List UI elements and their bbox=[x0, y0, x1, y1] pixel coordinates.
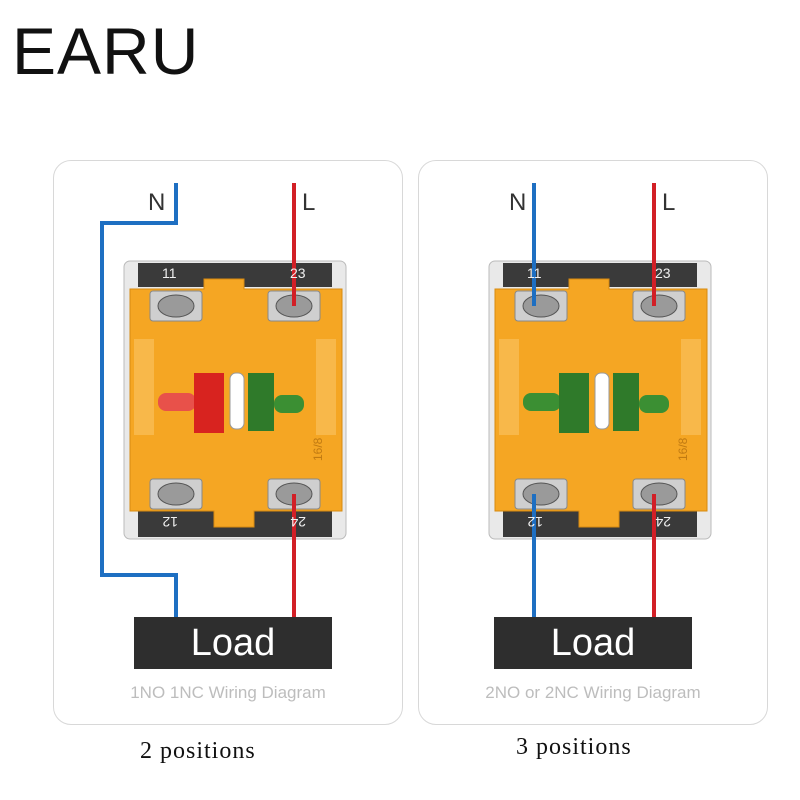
positions-label-left: 2 positions bbox=[140, 738, 256, 764]
wire-label-l: L bbox=[662, 189, 676, 216]
led-green-right bbox=[639, 395, 669, 413]
wiring-diagram-right: 11 23 12 24 16/8 N L Load 2NO or 2NC Wir… bbox=[418, 160, 768, 725]
body-marking: 16/8 bbox=[676, 437, 690, 461]
terminal-23: 23 bbox=[655, 265, 671, 281]
led-green-left bbox=[523, 393, 561, 411]
switch-diagram-graphic: 11 23 12 24 16/8 bbox=[488, 183, 712, 617]
screw-top-right bbox=[632, 290, 686, 322]
terminal-11: 11 bbox=[527, 265, 542, 281]
terminal-11: 11 bbox=[162, 265, 177, 281]
screw-bottom-left bbox=[514, 478, 568, 510]
diagram-caption: 2NO or 2NC Wiring Diagram bbox=[485, 683, 701, 702]
neutral-wire bbox=[100, 183, 178, 617]
switch-diagram-graphic: 11 23 12 24 16/8 bbox=[100, 183, 347, 617]
screw-top-left bbox=[514, 290, 568, 322]
terminal-12: 12 bbox=[527, 514, 543, 530]
terminal-24: 24 bbox=[290, 514, 306, 530]
load-box: Load bbox=[494, 617, 692, 669]
wire-label-n: N bbox=[509, 189, 527, 216]
brand-logo: EARU bbox=[12, 14, 200, 88]
load-box: Load bbox=[134, 617, 332, 669]
wire-label-n: N bbox=[148, 189, 166, 216]
wire-label-l: L bbox=[302, 189, 316, 216]
led-green bbox=[274, 395, 304, 413]
screw-top-left bbox=[149, 290, 203, 322]
led-red bbox=[158, 393, 196, 411]
wiring-diagram-left: 11 23 12 24 16/8 N L Load 1NO 1NC Wiring… bbox=[53, 160, 403, 725]
screw-bottom-left bbox=[149, 478, 203, 510]
terminal-23: 23 bbox=[290, 265, 306, 281]
screw-bottom-right bbox=[632, 478, 686, 510]
diagram-caption: 1NO 1NC Wiring Diagram bbox=[130, 683, 326, 702]
positions-label-right: 3 positions bbox=[516, 734, 632, 760]
terminal-24: 24 bbox=[655, 514, 671, 530]
body-marking: 16/8 bbox=[311, 437, 325, 461]
terminal-12: 12 bbox=[162, 514, 178, 530]
